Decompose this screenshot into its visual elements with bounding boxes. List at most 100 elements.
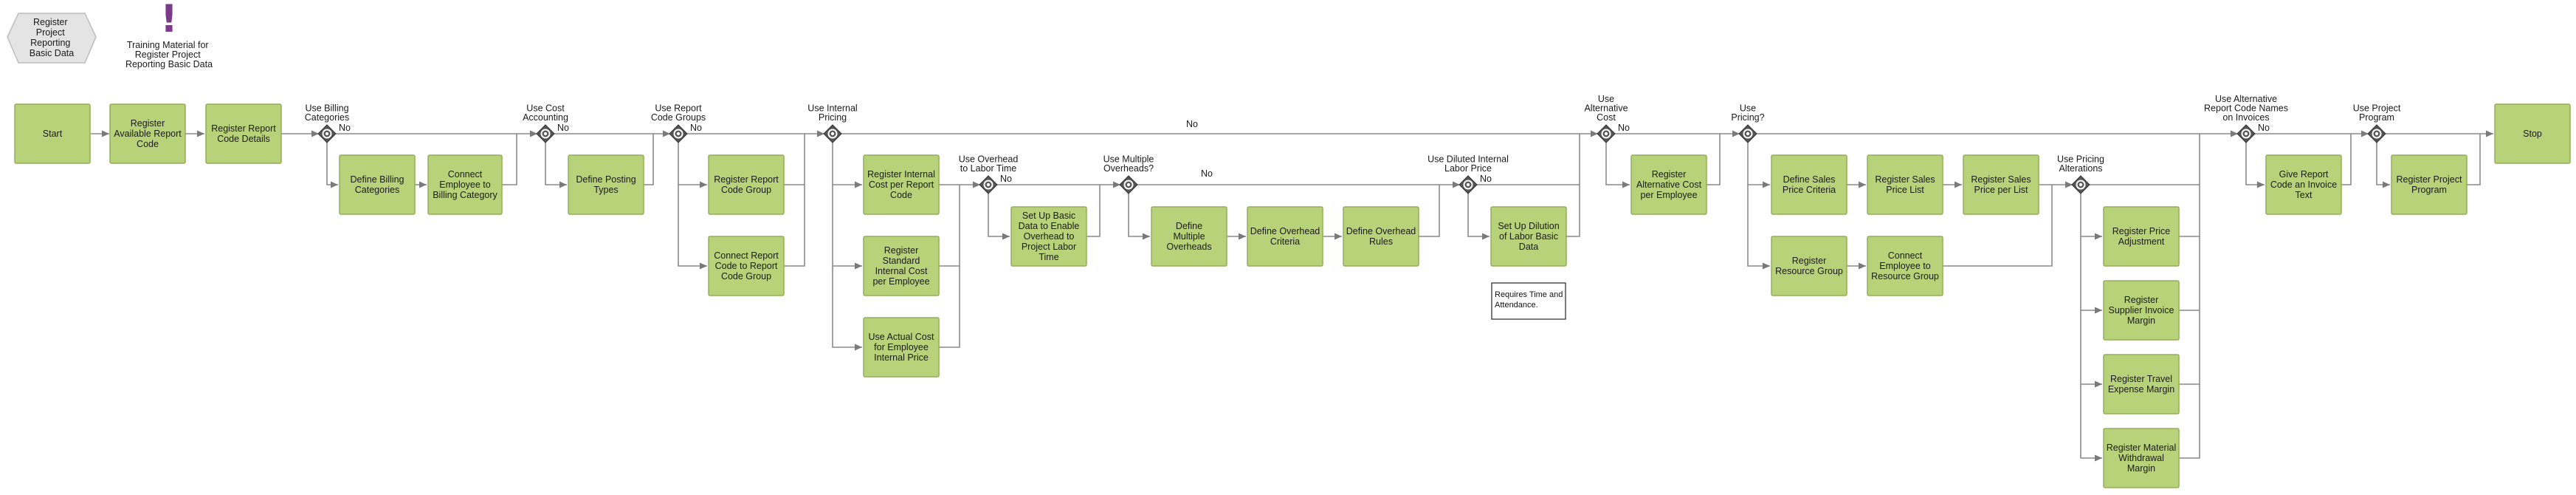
gateway-ring (2076, 180, 2086, 190)
gateway-dot (1604, 132, 1608, 136)
edge (2245, 142, 2265, 188)
edge (326, 142, 338, 188)
task-start[interactable]: Start (14, 103, 91, 164)
edge (2179, 185, 2200, 237)
edge-label-no: No (1201, 168, 1213, 179)
gateway-ring (322, 129, 332, 139)
connectors (91, 130, 2493, 462)
gateway-no-label: No (1480, 174, 1492, 184)
training-label: Training Material for Register Project R… (125, 40, 213, 69)
gateway-ring (827, 129, 838, 139)
gateway-ring (1743, 129, 1753, 139)
task-box (1771, 236, 1847, 296)
edge (2089, 134, 2200, 185)
task-box (708, 236, 785, 296)
edge (2179, 384, 2200, 459)
task-label: Stop (2523, 129, 2542, 139)
task-box (708, 154, 785, 215)
edge (2080, 236, 2102, 314)
task-stop[interactable]: Stop (2494, 103, 2571, 164)
gateway-no-label: No (2258, 123, 2270, 133)
process-hexagon-shape (7, 13, 97, 64)
task-box (1963, 154, 2039, 215)
edge (1128, 193, 1150, 240)
edge (784, 134, 805, 185)
gateway-dot (1746, 132, 1750, 136)
edge (988, 193, 1010, 240)
task-box (2103, 206, 2180, 267)
gateway-dot (543, 132, 548, 136)
edge (1747, 185, 1770, 270)
edge (2080, 384, 2102, 462)
task-box (863, 317, 940, 378)
edge-label-no: No (1186, 119, 1198, 129)
task-box (1343, 206, 1419, 267)
gateway-no-label: No (557, 123, 569, 133)
training-material[interactable]: ! Training Material for Register Project… (125, 0, 213, 69)
gateway-no-label: No (690, 123, 702, 133)
gateway-dot (1466, 182, 1470, 187)
task-box (2103, 428, 2180, 488)
gateway-ring (2372, 129, 2382, 139)
edge (2080, 310, 2102, 388)
edge (1943, 185, 2053, 267)
